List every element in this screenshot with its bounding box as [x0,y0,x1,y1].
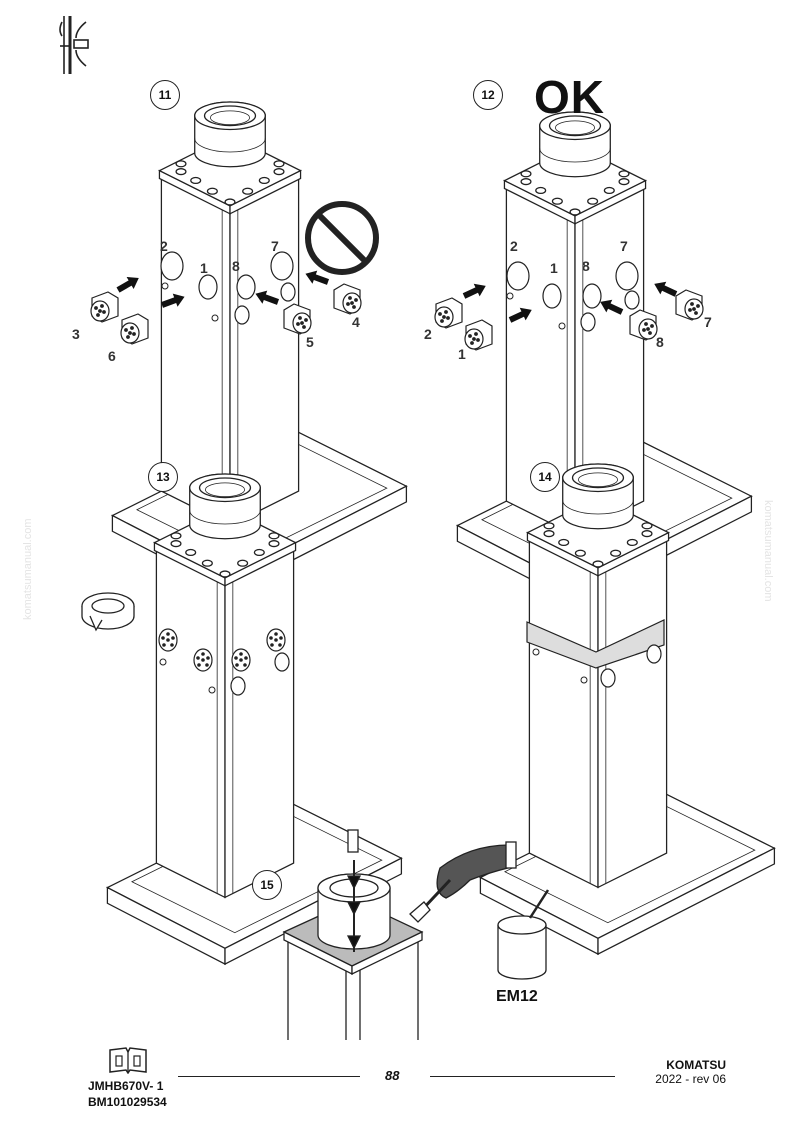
footer-code: BM101029534 [88,1095,167,1109]
fig11-label: 8 [232,258,240,274]
footer-brand-block: KOMATSU 2022 - rev 06 [655,1058,726,1086]
grease-pot-icon [497,889,550,980]
footer-rule-right [430,1076,615,1077]
product-label: EM12 [496,988,538,1005]
figure-12 [434,111,753,603]
ok-label: OK [534,71,605,123]
fig12-label: 1 [550,260,558,276]
tape-roll-icon [81,592,135,632]
figure-11 [90,101,408,593]
fig11-label: 4 [352,314,360,330]
figure-15 [282,829,550,1040]
step-badge-13: 13 [148,462,178,492]
manual-book-icon [109,1047,147,1074]
fig12-label: 7 [704,314,712,330]
page-number: 88 [385,1068,400,1083]
fig11-label: 1 [200,260,208,276]
gloved-hand-icon [409,841,517,923]
fig11-label: 6 [108,348,116,364]
fig11-label: 2 [160,238,168,254]
fig12-label: 2 [510,238,518,254]
fig11-label: 3 [72,326,80,342]
manual-section-icon [59,16,89,74]
fig12-label: 1 [458,346,466,362]
fig12-label: 2 [424,326,432,342]
fig12-label: 8 [582,258,590,274]
footer-brand: KOMATSU [666,1058,726,1072]
footer-model: JMHB670V- 1 [88,1079,164,1093]
figure-13 [81,473,403,965]
step-badge-11: 11 [150,80,180,110]
watermark-left: komatsumanual.com [22,518,34,621]
footer-revision: 2022 - rev 06 [655,1072,726,1086]
fig11-label: 5 [306,334,314,350]
footer-model-block: JMHB670V- 1 BM101029534 [88,1078,167,1110]
step-badge-15: 15 [252,870,282,900]
figure-14 [479,463,776,955]
fig12-label: 7 [620,238,628,254]
prohibited-icon [305,201,379,275]
fig12-label: 8 [656,334,664,350]
step-badge-14: 14 [530,462,560,492]
step-badge-12: 12 [473,80,503,110]
fig11-label: 7 [271,238,279,254]
footer-rule-left [178,1076,360,1077]
watermark-right: komatsumanual.com [762,500,774,602]
